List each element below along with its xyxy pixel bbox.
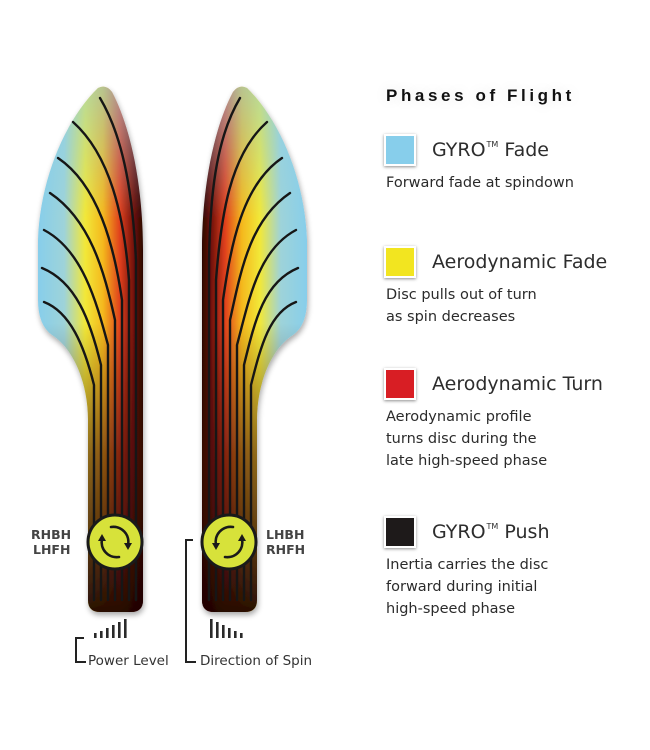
legend-item-aerodynamic-fade: Aerodynamic Fade Disc pulls out of turn …	[384, 246, 644, 328]
direction-of-spin-icon	[210, 619, 243, 638]
counterclockwise-rotation-icon	[212, 525, 246, 559]
legend-item-title: GYROTM Fade	[432, 139, 549, 161]
gyro-push-swatch	[384, 516, 416, 548]
throw-type-line1: LHBH	[266, 527, 305, 542]
right-flight-shape	[202, 86, 307, 612]
legend-item-description: Forward fade at spindown	[386, 175, 574, 191]
legend-item-title: Aerodynamic Turn	[432, 373, 603, 395]
left-spin-badge	[86, 513, 144, 571]
aerodynamic-turn-swatch	[384, 368, 416, 400]
left-throw-type-label: RHBH LHFH	[31, 527, 71, 557]
power-level-icon	[94, 619, 127, 638]
legend-item-gyro-push: GYROTM Push Inertia carries the disc for…	[384, 516, 644, 620]
left-flight-shape	[38, 86, 143, 612]
legend-item-description: Disc pulls out of turn as spin decreases	[386, 287, 537, 325]
legend-item-gyro-fade: GYROTM Fade Forward fade at spindown	[384, 134, 644, 194]
left-flight-lines	[40, 96, 138, 602]
direction-of-spin-bracket	[185, 539, 196, 663]
phases-legend: Phases of Flight GYROTM Fade Forward fad…	[384, 86, 644, 617]
clockwise-rotation-icon	[98, 525, 132, 559]
aerodynamic-fade-swatch	[384, 246, 416, 278]
right-spin-badge	[200, 513, 258, 571]
throw-type-line1: RHBH	[31, 527, 72, 542]
legend-item-aerodynamic-turn: Aerodynamic Turn Aerodynamic profile tur…	[384, 368, 644, 472]
right-throw-type-label: LHBH RHFH	[266, 527, 305, 557]
legend-item-title: GYROTM Push	[432, 521, 550, 543]
power-level-label: Power Level	[88, 653, 169, 669]
legend-item-description: Inertia carries the disc forward during …	[386, 557, 549, 617]
throw-type-line2: RHFH	[266, 542, 306, 557]
throw-type-line2: LHFH	[33, 542, 71, 557]
gyro-fade-swatch	[384, 134, 416, 166]
legend-title: Phases of Flight	[386, 86, 575, 105]
power-level-bracket	[75, 637, 86, 663]
direction-of-spin-label: Direction of Spin	[200, 653, 313, 669]
legend-item-description: Aerodynamic profile turns disc during th…	[386, 409, 548, 469]
legend-item-title: Aerodynamic Fade	[432, 251, 608, 273]
right-flight-lines	[207, 96, 300, 602]
